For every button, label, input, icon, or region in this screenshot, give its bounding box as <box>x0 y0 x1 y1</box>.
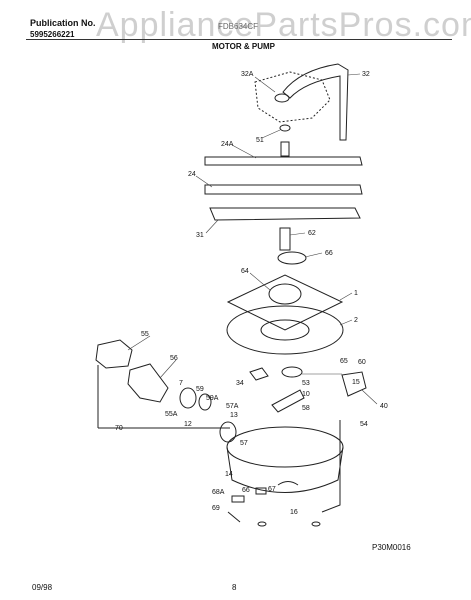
label-12: 12 <box>184 421 192 428</box>
label-51: 51 <box>256 137 264 144</box>
label-66b: 66 <box>242 487 250 494</box>
label-58: 58 <box>302 405 310 412</box>
part-59A-ring <box>198 393 212 411</box>
part-32-tube <box>282 63 349 141</box>
label-15: 15 <box>352 379 360 386</box>
label-10: 10 <box>302 391 310 398</box>
label-40: 40 <box>380 403 388 410</box>
label-59A: 59A <box>206 395 219 402</box>
label-55: 55 <box>141 331 149 338</box>
part-14-sump <box>226 426 344 468</box>
part-64-motor <box>268 283 302 305</box>
part-10-chopper <box>271 389 305 413</box>
part-32A-nut <box>274 93 290 103</box>
label-59: 59 <box>196 386 204 393</box>
part-16-clamp <box>257 521 267 527</box>
label-67: 67 <box>268 486 276 493</box>
publication-number: 5995266221 <box>30 30 75 39</box>
part-2-base-inner <box>260 319 310 341</box>
label-56: 56 <box>170 355 178 362</box>
label-54: 54 <box>360 421 368 428</box>
label-55A: 55A <box>165 411 178 418</box>
label-7: 7 <box>179 380 183 387</box>
label-69: 69 <box>212 505 220 512</box>
publication-label: Publication No. <box>30 18 96 28</box>
label-34: 34 <box>236 380 244 387</box>
part-53-disc <box>281 366 303 378</box>
label-62: 62 <box>308 230 316 237</box>
part-68A-clip <box>231 495 245 503</box>
part-59-ring <box>179 387 197 409</box>
model-number: FDB634CF <box>218 22 259 31</box>
label-31: 31 <box>196 232 204 239</box>
part-55-housing <box>95 339 133 369</box>
part-34-bracket <box>249 367 269 381</box>
part-24A-spray-arm <box>204 156 363 166</box>
publication-date: 09/98 <box>32 583 53 592</box>
part-67-clamp <box>277 481 299 486</box>
part-32A-cover <box>254 71 331 123</box>
part-1-seal <box>226 274 344 331</box>
watermark: AppliancePartsPros.com <box>96 6 471 44</box>
part-62-tube <box>279 227 291 251</box>
part-16-clamp-b <box>311 521 321 527</box>
diagram-code: P30M0016 <box>372 543 411 552</box>
label-32A: 32A <box>241 71 254 78</box>
label-1: 1 <box>354 290 358 297</box>
part-14-sump-body <box>226 446 344 493</box>
part-66-fan <box>277 251 307 265</box>
part-60-valve <box>341 371 367 397</box>
part-2-base <box>226 305 344 355</box>
part-57-impeller <box>219 421 237 443</box>
label-13: 13 <box>230 412 238 419</box>
label-70: 70 <box>115 425 123 432</box>
label-32: 32 <box>362 71 370 78</box>
label-24: 24 <box>188 171 196 178</box>
part-56-stator <box>127 363 169 403</box>
part-66-clip <box>255 487 267 495</box>
part-51-stem <box>280 141 290 157</box>
part-24-spray-arm <box>204 184 363 195</box>
part-70-bracket <box>97 365 230 429</box>
label-14: 14 <box>225 471 233 478</box>
label-16: 16 <box>290 509 298 516</box>
section-title: MOTOR & PUMP <box>212 42 275 51</box>
label-53: 53 <box>302 380 310 387</box>
part-69-hose <box>227 511 241 523</box>
label-68A: 68A <box>212 489 225 496</box>
label-60: 60 <box>358 359 366 366</box>
label-66: 66 <box>325 250 333 257</box>
part-51-nut <box>279 124 291 132</box>
title-rule <box>26 39 452 40</box>
part-31-support <box>209 207 361 221</box>
label-65: 65 <box>340 358 348 365</box>
label-24A: 24A <box>221 141 234 148</box>
part-54-pipe <box>321 420 341 513</box>
label-64: 64 <box>241 268 249 275</box>
label-57A: 57A <box>226 403 239 410</box>
label-57: 57 <box>240 440 248 447</box>
page-number: 8 <box>232 583 237 592</box>
label-2: 2 <box>354 317 358 324</box>
